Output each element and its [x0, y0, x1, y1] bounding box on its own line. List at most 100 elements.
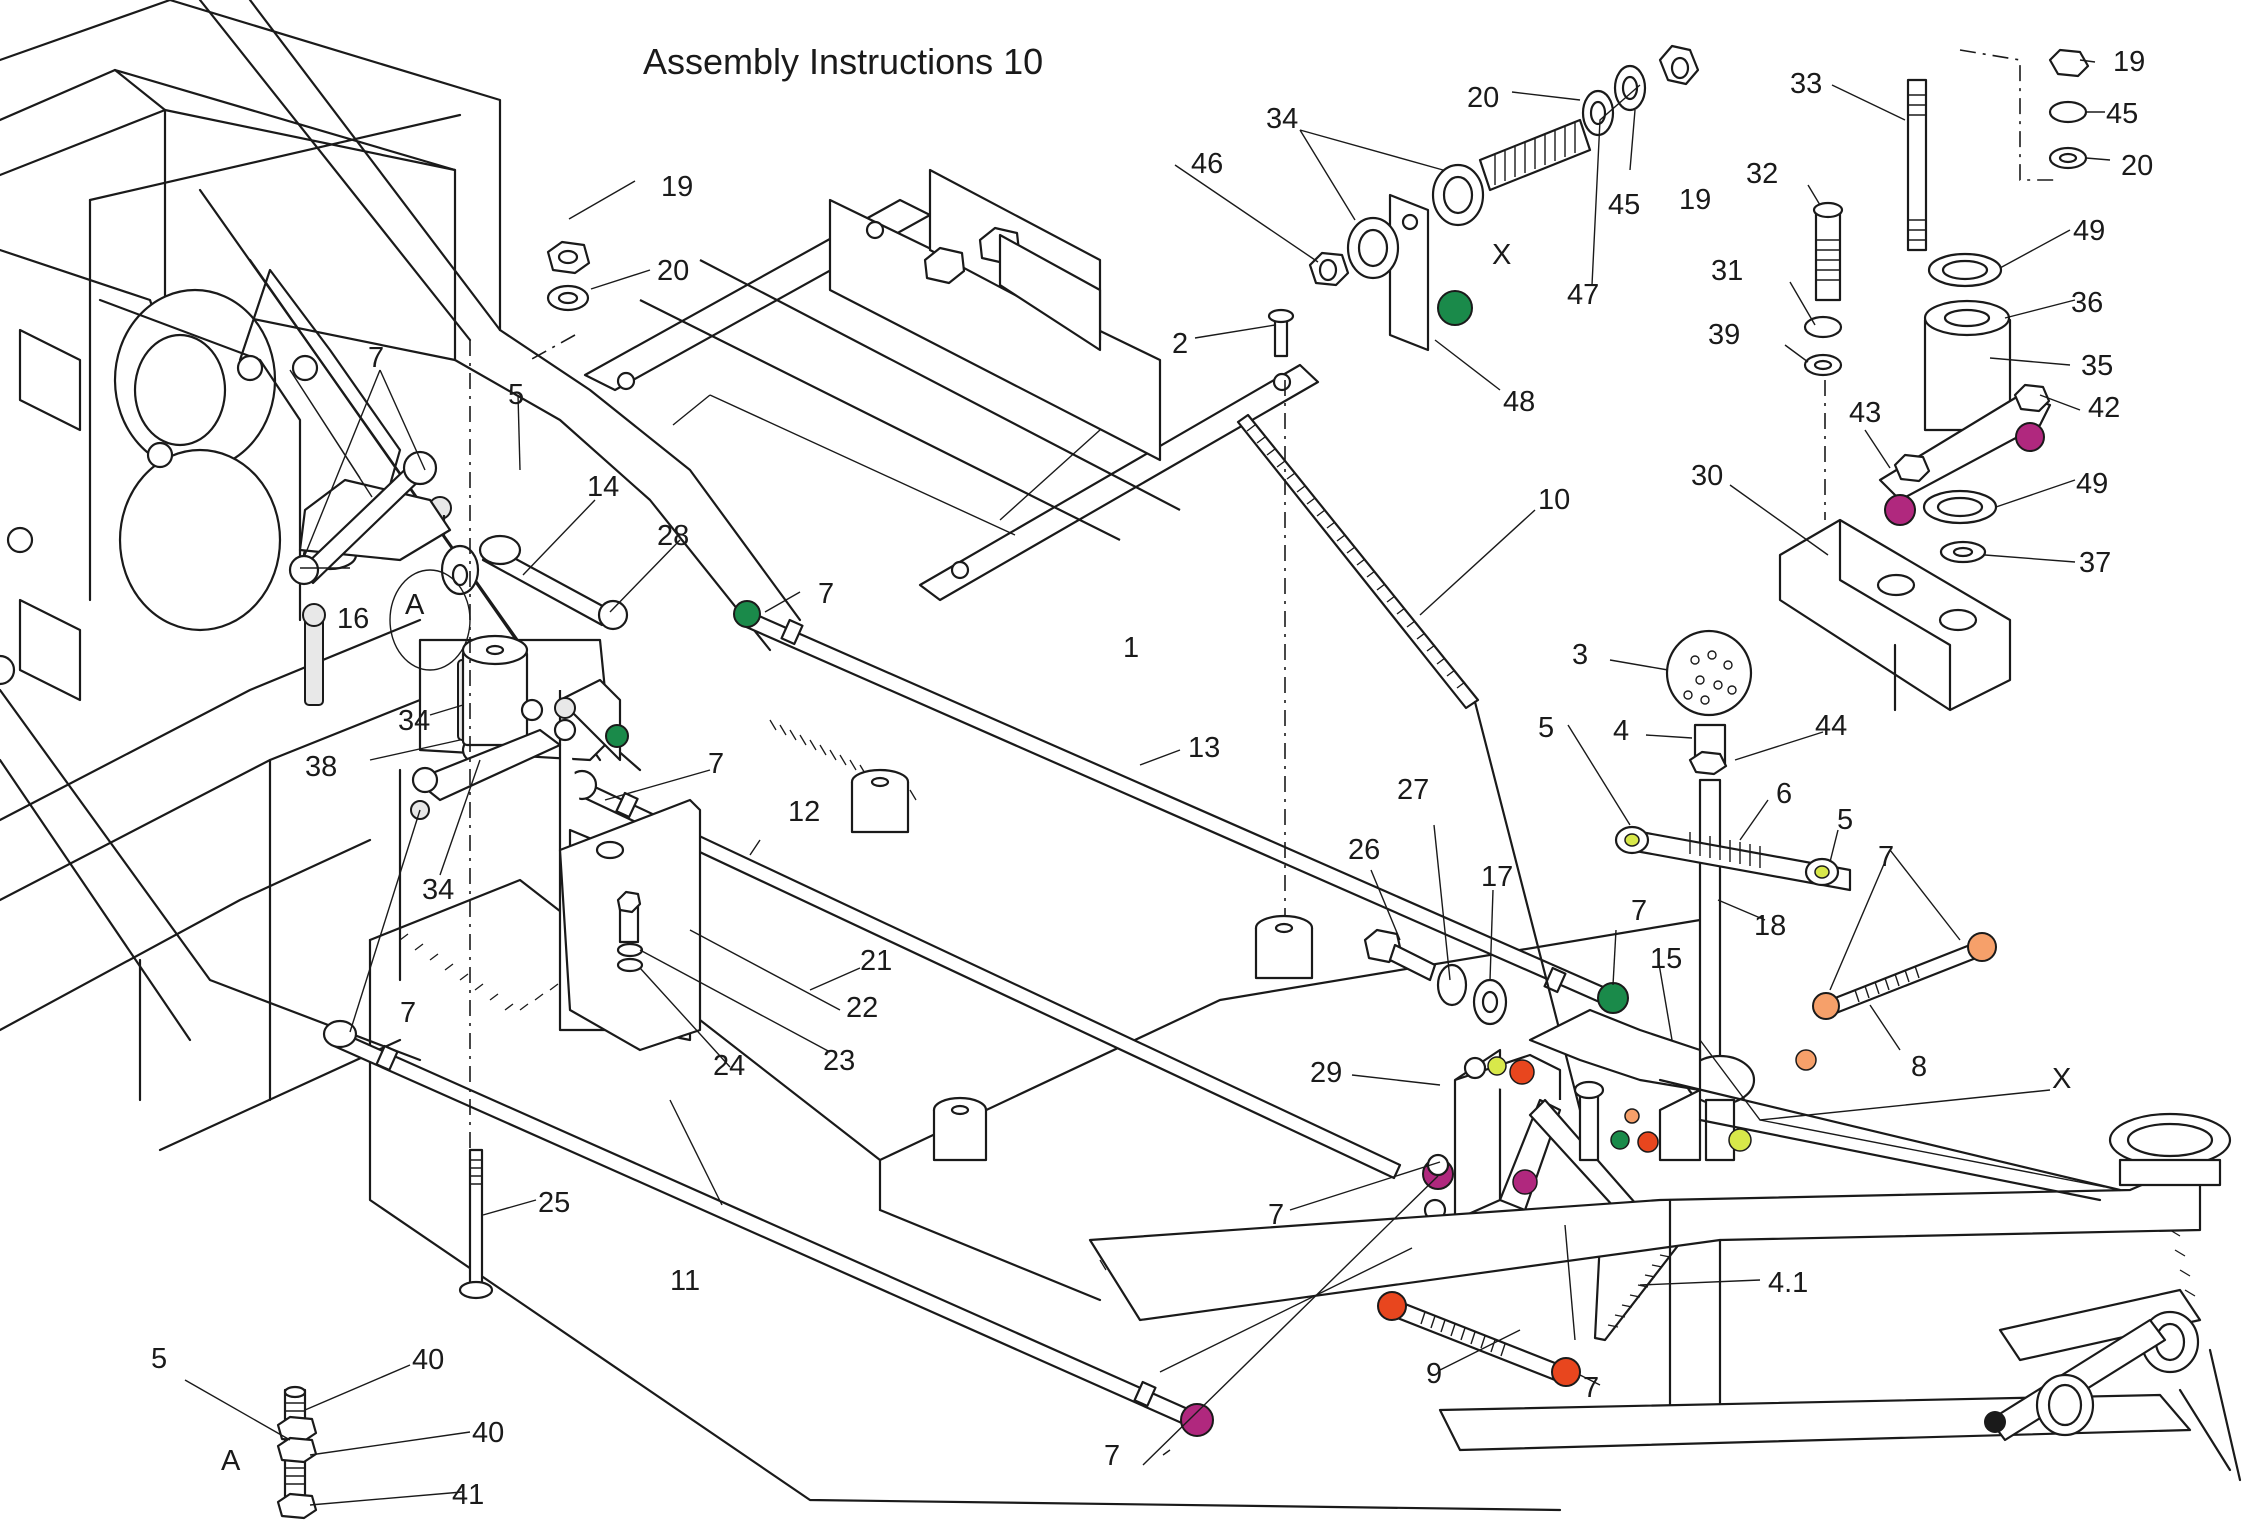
- detail-a-nut-stack: [276, 1385, 318, 1520]
- label-7-d: 7: [400, 997, 416, 1029]
- label-36: 36: [2071, 287, 2103, 319]
- shift-ball-peach: [1624, 1108, 1640, 1124]
- label-43: 43: [1849, 397, 1881, 429]
- shift-mechanism: [1088, 1008, 2242, 1482]
- label-49-a: 49: [2073, 215, 2105, 247]
- label-45-a: 45: [1608, 189, 1640, 221]
- label-41: 41: [452, 1479, 484, 1511]
- bumper-blocks: [850, 768, 1314, 1162]
- rod-13-end-ball-green: [733, 600, 761, 628]
- label-7-i: 7: [1104, 1440, 1120, 1472]
- label-7-c: 7: [708, 748, 724, 780]
- rod-9-end-red-1: [1377, 1291, 1407, 1321]
- label-26: 26: [1348, 834, 1380, 866]
- label-6: 6: [1776, 778, 1792, 810]
- bolt-25: [458, 1148, 494, 1300]
- shaft-end-black: [1984, 1411, 2006, 1433]
- label-40-b: 40: [472, 1417, 504, 1449]
- label-7-h: 7: [1583, 1372, 1599, 1404]
- label-19-c: 19: [2113, 46, 2145, 78]
- label-30: 30: [1691, 460, 1723, 492]
- label-7-g: 7: [1878, 841, 1894, 873]
- label-34-c: 34: [422, 874, 454, 906]
- shift-ball-green: [1610, 1130, 1630, 1150]
- rod-11-end-ball-magenta: [1180, 1403, 1214, 1437]
- nut-washer-19-20-left: [529, 240, 591, 361]
- label-21: 21: [860, 945, 892, 977]
- label-46: 46: [1191, 148, 1223, 180]
- bearing-group-top: [1267, 44, 1700, 358]
- bushing-group-right: [1778, 48, 2090, 712]
- rod-13-end-ball-green-2: [1597, 982, 1629, 1014]
- bracket-ball-green: [605, 724, 629, 748]
- label-9: 9: [1426, 1358, 1442, 1390]
- label-34-b: 34: [398, 705, 430, 737]
- plate-ball-magenta-2: [2015, 422, 2045, 452]
- rod-8-end-orange-2: [1967, 932, 1997, 962]
- label-37: 37: [2079, 547, 2111, 579]
- label-10: 10: [1538, 484, 1570, 516]
- label-14: 14: [587, 471, 619, 503]
- spring-10: [1236, 380, 1582, 1112]
- label-25: 25: [538, 1187, 570, 1219]
- label-23: 23: [823, 1045, 855, 1077]
- rod-end-yellow-right: [1814, 865, 1830, 879]
- label-44: 44: [1815, 710, 1847, 742]
- label-19-a: 19: [661, 171, 693, 203]
- rod-8: [1812, 932, 1997, 1020]
- rod-9: [1377, 1291, 1581, 1387]
- label-5-d: 5: [151, 1343, 167, 1375]
- label-13: 13: [1188, 732, 1220, 764]
- label-4: 4: [1613, 715, 1629, 747]
- label-7-a: 7: [368, 342, 384, 374]
- label-38: 38: [305, 751, 337, 783]
- shift-ball-red-1: [1509, 1059, 1535, 1085]
- label-34-a: 34: [1266, 103, 1298, 135]
- label-47: 47: [1567, 279, 1599, 311]
- label-48: 48: [1503, 386, 1535, 418]
- label-detail-a-2: A: [221, 1445, 241, 1477]
- label-35: 35: [2081, 350, 2113, 382]
- rod-end-yellow-left: [1624, 833, 1640, 847]
- shift-ball-yellow: [1487, 1056, 1507, 1076]
- pivot-ball-yellow: [1728, 1128, 1752, 1152]
- label-32: 32: [1746, 158, 1778, 190]
- rod-13: [733, 600, 1629, 1014]
- rod-11: [322, 1019, 1214, 1437]
- leader-lines: [184, 59, 2111, 1506]
- label-28: 28: [657, 520, 689, 552]
- label-42: 42: [2088, 392, 2120, 424]
- label-45-b: 45: [2106, 98, 2138, 130]
- label-7-b: 7: [818, 578, 834, 610]
- rod-9-end-red-2: [1551, 1357, 1581, 1387]
- diagram-labels: Assembly Instructions 10 1 2 3 4 4.1 5 5…: [151, 41, 2153, 1511]
- pivot-ball-peach: [1795, 1049, 1817, 1071]
- label-20-a: 20: [657, 255, 689, 287]
- bracket-block-21: [558, 798, 702, 1052]
- label-7-f: 7: [1631, 895, 1647, 927]
- label-20-c: 20: [2121, 150, 2153, 182]
- label-detail-x-1: X: [1492, 239, 1511, 271]
- label-5-c: 5: [1837, 804, 1853, 836]
- label-2: 2: [1172, 328, 1188, 360]
- label-18: 18: [1754, 910, 1786, 942]
- label-8: 8: [1911, 1051, 1927, 1083]
- central-bracket: [288, 340, 692, 1290]
- label-16: 16: [337, 603, 369, 635]
- label-3: 3: [1572, 639, 1588, 671]
- label-27: 27: [1397, 774, 1429, 806]
- label-29: 29: [1310, 1057, 1342, 1089]
- label-15: 15: [1650, 943, 1682, 975]
- label-1: 1: [1123, 632, 1139, 664]
- label-7-e: 7: [1268, 1199, 1284, 1231]
- label-33: 33: [1790, 68, 1822, 100]
- label-5-a: 5: [508, 379, 524, 411]
- label-5-b: 5: [1538, 712, 1554, 744]
- bearing-ball-green: [1437, 290, 1473, 326]
- label-49-b: 49: [2076, 468, 2108, 500]
- diagram-title: Assembly Instructions 10: [643, 41, 1043, 82]
- label-24: 24: [713, 1050, 745, 1082]
- rod-8-end-orange-1: [1812, 992, 1840, 1020]
- label-39: 39: [1708, 319, 1740, 351]
